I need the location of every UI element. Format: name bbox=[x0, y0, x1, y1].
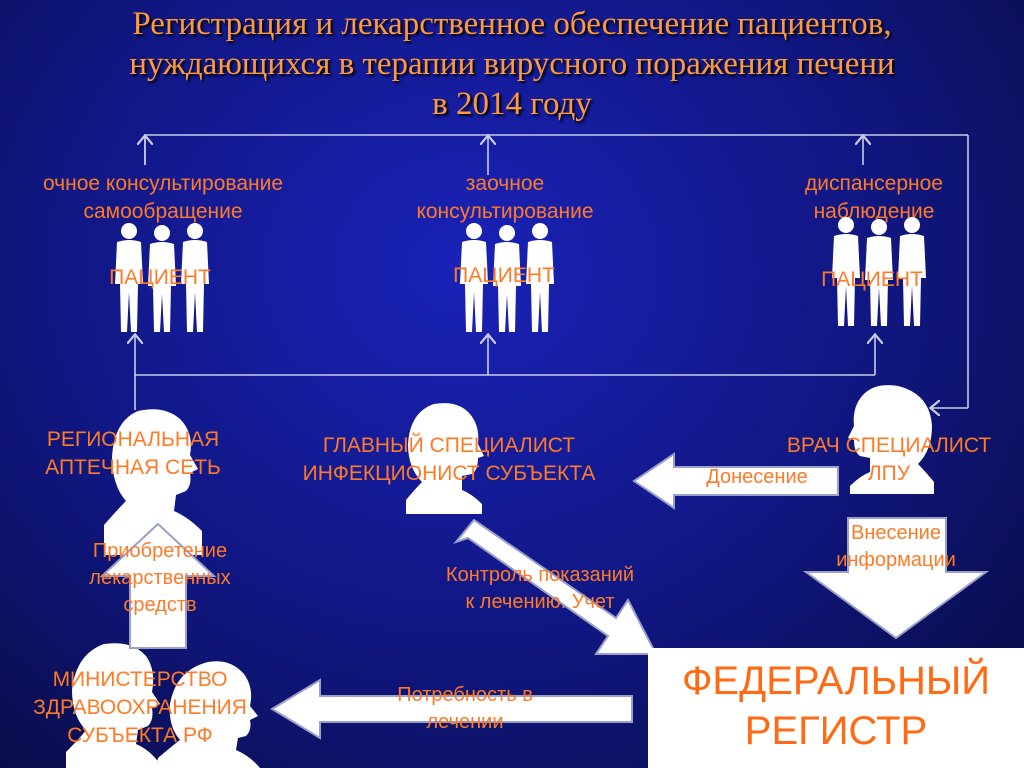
patient-2-caption: заочное консультирование bbox=[370, 170, 640, 226]
label-line: Приобретение bbox=[92, 540, 228, 562]
label-line: РЕГИСТР bbox=[744, 709, 928, 753]
label-line: ИНФЕКЦИОНИСТ СУБЪЕКТА bbox=[302, 462, 596, 485]
need-label: Потребность в лечении bbox=[350, 682, 580, 736]
need-arrow bbox=[270, 678, 633, 740]
caption-line: наблюдение bbox=[813, 200, 935, 223]
patient-group-3-icon bbox=[832, 217, 926, 326]
label-line: ЗДРАВООХРАНЕНИЯ bbox=[33, 696, 247, 719]
pharmacy-head-icon bbox=[104, 409, 202, 555]
patient-1-caption: очное консультирование самообращение bbox=[8, 170, 318, 226]
label-line: АПТЕЧНАЯ СЕТЬ bbox=[45, 456, 221, 479]
caption-line: заочное bbox=[465, 172, 545, 195]
title-line-1: Регистрация и лекарственное обеспечение … bbox=[132, 6, 892, 42]
report-label: Донесение bbox=[706, 466, 808, 488]
purchase-arrow bbox=[99, 522, 217, 649]
slide-title: Регистрация и лекарственное обеспечение … bbox=[20, 4, 1004, 124]
label-line: РЕГИОНАЛЬНАЯ bbox=[46, 428, 220, 451]
entry-label: Внесение информации bbox=[806, 520, 986, 574]
patient-2-label: ПАЦИЕНТ bbox=[453, 264, 555, 287]
label-line: Контроль показаний bbox=[445, 564, 635, 586]
report-arrow bbox=[632, 452, 839, 510]
ministry-heads-icon bbox=[66, 643, 260, 768]
caption-line: самообращение bbox=[83, 200, 243, 223]
label-line: средств bbox=[123, 594, 197, 616]
patient-3-label: ПАЦИЕНТ bbox=[821, 268, 923, 291]
caption-line: очное консультирование bbox=[42, 172, 284, 195]
label-line: ЛПУ bbox=[867, 462, 911, 485]
label-line: СУБЪЕКТА РФ bbox=[67, 724, 213, 747]
label-line: лечении bbox=[426, 711, 504, 733]
doctor-head-icon bbox=[848, 385, 934, 494]
purchase-label: Приобретение лекарственных средств bbox=[50, 538, 270, 619]
pharmacy-label: РЕГИОНАЛЬНАЯ АПТЕЧНАЯ СЕТЬ bbox=[18, 426, 248, 482]
label-line: к лечению. Учет bbox=[465, 591, 615, 613]
label-line: ФЕДЕРАЛЬНЫЙ bbox=[682, 659, 990, 703]
label-line: лекарственных bbox=[89, 567, 231, 589]
patient-3-caption: диспансерное наблюдение bbox=[760, 170, 988, 226]
label-line: ВРАЧ СПЕЦИАЛИСТ bbox=[786, 434, 992, 457]
caption-line: диспансерное bbox=[805, 172, 943, 195]
doctor-specialist-label: ВРАЧ СПЕЦИАЛИСТ ЛПУ bbox=[758, 432, 1020, 488]
chief-head-icon bbox=[406, 403, 484, 514]
label-line: информации bbox=[836, 549, 956, 571]
entry-arrow bbox=[802, 517, 990, 640]
federal-registry-label: ФЕДЕРАЛЬНЫЙ РЕГИСТР bbox=[648, 656, 1024, 756]
control-label: Контроль показаний к лечению. Учет bbox=[400, 562, 680, 616]
title-line-2: нуждающихся в терапии вирусного поражени… bbox=[129, 46, 895, 82]
label-line: Внесение bbox=[851, 522, 941, 544]
title-line-3: в 2014 году bbox=[432, 86, 592, 122]
ministry-label: МИНИСТЕРСТВО ЗДРАВООХРАНЕНИЯ СУБЪЕКТА РФ bbox=[0, 666, 280, 750]
patient-1-label: ПАЦИЕНТ bbox=[109, 266, 211, 289]
label-line: Потребность в bbox=[397, 684, 533, 706]
federal-registry-box bbox=[648, 648, 1024, 768]
label-line: ГЛАВНЫЙ СПЕЦИАЛИСТ bbox=[322, 434, 576, 457]
label-line: МИНИСТЕРСТВО bbox=[52, 668, 228, 691]
patient-group-2-icon bbox=[460, 223, 554, 332]
chief-specialist-label: ГЛАВНЫЙ СПЕЦИАЛИСТ ИНФЕКЦИОНИСТ СУБЪЕКТА bbox=[262, 432, 636, 488]
caption-line: консультирование bbox=[416, 200, 594, 223]
patient-group-1-icon bbox=[115, 223, 209, 332]
